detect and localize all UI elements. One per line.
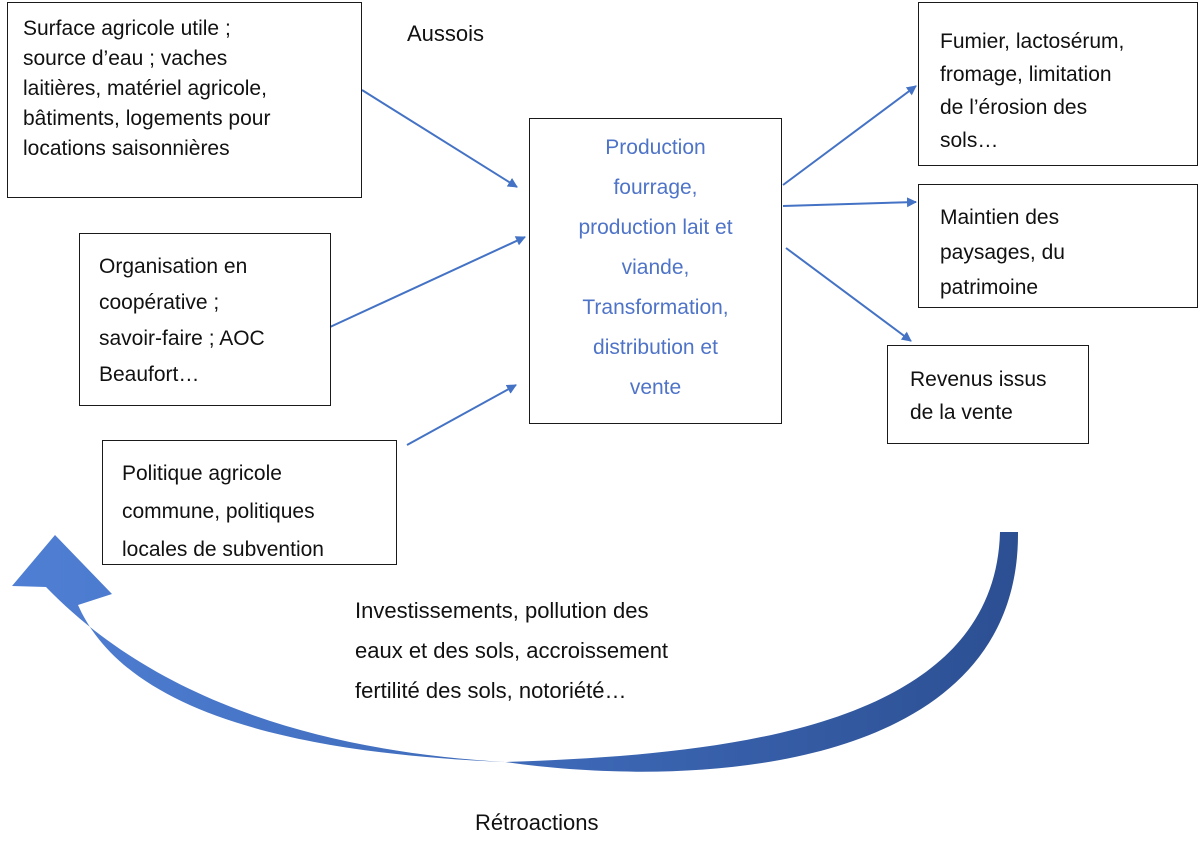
arrow-output-3: [785, 247, 912, 342]
text-line: bâtiments, logements pour: [23, 107, 271, 130]
text-line: savoir-faire ; AOC: [99, 327, 265, 350]
text-line: locations saisonnières: [23, 137, 230, 160]
arrow-input-3: [406, 384, 517, 446]
text-line: viande,: [621, 256, 690, 279]
text-line: locales de subvention: [122, 538, 324, 561]
place-label: Aussois: [407, 21, 485, 46]
text-line: source d’eau ; vaches: [23, 47, 228, 70]
text-line: de l’érosion des: [940, 96, 1088, 119]
arrow-input-1: [361, 89, 518, 188]
text-line: laitières, matériel agricole,: [23, 77, 267, 100]
text-line: Revenus issus: [910, 368, 1047, 391]
text-line: Production: [605, 136, 706, 159]
text-line: Maintien des: [940, 206, 1060, 229]
text-line: Investissements, pollution des: [355, 598, 649, 623]
text-line: Transformation,: [582, 296, 729, 319]
center-box-production: Production fourrage, production lait et …: [529, 118, 782, 424]
output-box-byproducts: Fumier, lactosérum, fromage, limitation …: [918, 2, 1198, 166]
feedback-text: Investissements, pollution des eaux et d…: [355, 591, 668, 711]
text-line: coopérative ;: [99, 291, 220, 314]
input-box-resources: Surface agricole utile ; source d’eau ; …: [7, 2, 362, 198]
text-line: fourrage,: [613, 176, 698, 199]
text-line: paysages, du: [940, 241, 1065, 264]
input-box-organisation: Organisation en coopérative ; savoir-fai…: [79, 233, 331, 406]
arrow-output-1: [782, 85, 917, 186]
text-line: patrimoine: [940, 276, 1039, 299]
text-line: sols…: [940, 129, 999, 152]
text-line: vente: [629, 376, 682, 399]
text-line: Beaufort…: [99, 363, 200, 386]
feedback-label: Rétroactions: [475, 810, 599, 835]
text-line: de la vente: [910, 401, 1013, 424]
output-box-revenue: Revenus issus de la vente: [887, 345, 1089, 444]
text-line: Surface agricole utile ;: [23, 17, 231, 40]
arrow-input-2: [329, 236, 526, 328]
output-box-landscape: Maintien des paysages, du patrimoine: [918, 184, 1198, 308]
input-box-policy: Politique agricole commune, politiques l…: [102, 440, 397, 565]
text-line: distribution et: [593, 336, 718, 359]
text-line: commune, politiques: [122, 500, 315, 523]
arrow-output-2: [782, 197, 917, 208]
text-line: Politique agricole: [122, 462, 282, 485]
text-line: fromage, limitation: [940, 63, 1112, 86]
text-line: Organisation en: [99, 255, 248, 278]
text-line: eaux et des sols, accroissement: [355, 638, 669, 663]
text-line: fertilité des sols, notoriété…: [355, 678, 627, 703]
text-line: production lait et: [578, 216, 733, 239]
text-line: Fumier, lactosérum,: [940, 30, 1125, 53]
